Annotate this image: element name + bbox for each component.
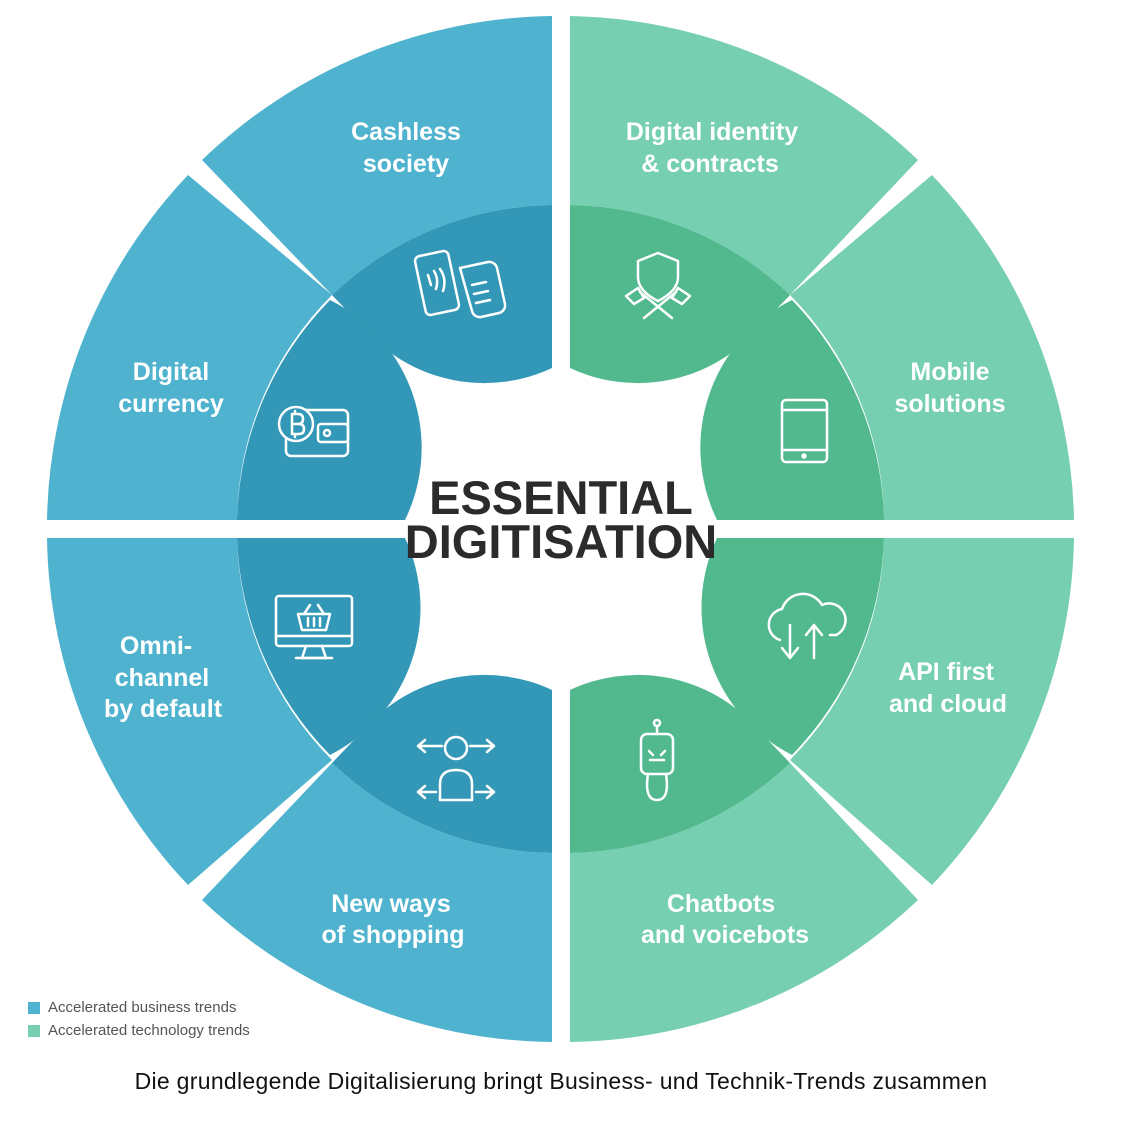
essential-digitisation-diagram: ESSENTIAL DIGITISATION Cashless society … [47, 16, 1074, 1042]
segment-outer-cashless [202, 16, 552, 295]
legend-swatch-business [28, 1001, 40, 1014]
tablet-icon [780, 398, 829, 464]
label-api-2: and cloud [889, 690, 1007, 718]
legend-label-technology: Accelerated technology trends [48, 1022, 250, 1039]
label-cashless-2: society [363, 150, 449, 178]
label-omni-2: channel [115, 664, 209, 692]
user-arrows-icon [416, 735, 496, 802]
petal-shopping [332, 674, 552, 853]
contactless-payment-icon [413, 249, 507, 319]
bitcoin-wallet-icon [277, 405, 350, 458]
segment-outer-omni [47, 538, 332, 885]
label-omni-1: Omni- [120, 632, 192, 660]
segment-outer-api [790, 538, 1074, 885]
label-mobile-2: solutions [894, 390, 1005, 418]
label-omni-3: by default [104, 695, 223, 723]
label-chatbots-1: Chatbots [667, 890, 775, 918]
robot-icon [639, 718, 675, 802]
label-api-1: API first [898, 658, 995, 686]
label-shopping-2: of shopping [321, 921, 464, 949]
label-shopping-1: New ways [331, 890, 451, 918]
label-currency-2: currency [118, 390, 224, 418]
label-currency-1: Digital [133, 358, 209, 386]
segment-outer-chatbots [570, 763, 918, 1042]
label-cashless-1: Cashless [351, 118, 461, 146]
shield-icon [624, 251, 692, 320]
segment-outer-identity [570, 16, 918, 295]
legend-item-technology: Accelerated technology trends [28, 1019, 250, 1042]
segment-outer-mobile [790, 175, 1074, 520]
caption: Die grundlegende Digitalisierung bringt … [134, 1068, 988, 1094]
label-identity-2: & contracts [641, 150, 779, 178]
legend: Accelerated business trends Accelerated … [28, 996, 250, 1042]
segment-outer-shopping [202, 763, 552, 1042]
label-mobile-1: Mobile [910, 358, 989, 386]
segment-outer-currency [47, 175, 332, 520]
label-chatbots-2: and voicebots [641, 921, 809, 949]
monitor-basket-icon [274, 594, 354, 660]
cloud-sync-icon [767, 592, 847, 660]
petal-identity [570, 205, 790, 384]
petal-chatbots [570, 674, 790, 853]
petal-cashless [332, 205, 552, 384]
legend-swatch-technology [28, 1024, 40, 1037]
center-title-line2: DIGITISATION [405, 515, 717, 568]
legend-item-business: Accelerated business trends [28, 996, 250, 1019]
center-title-line1: ESSENTIAL [429, 471, 693, 524]
legend-label-business: Accelerated business trends [48, 999, 237, 1016]
petal-api [701, 538, 884, 755]
label-identity-1: Digital identity [626, 118, 798, 146]
